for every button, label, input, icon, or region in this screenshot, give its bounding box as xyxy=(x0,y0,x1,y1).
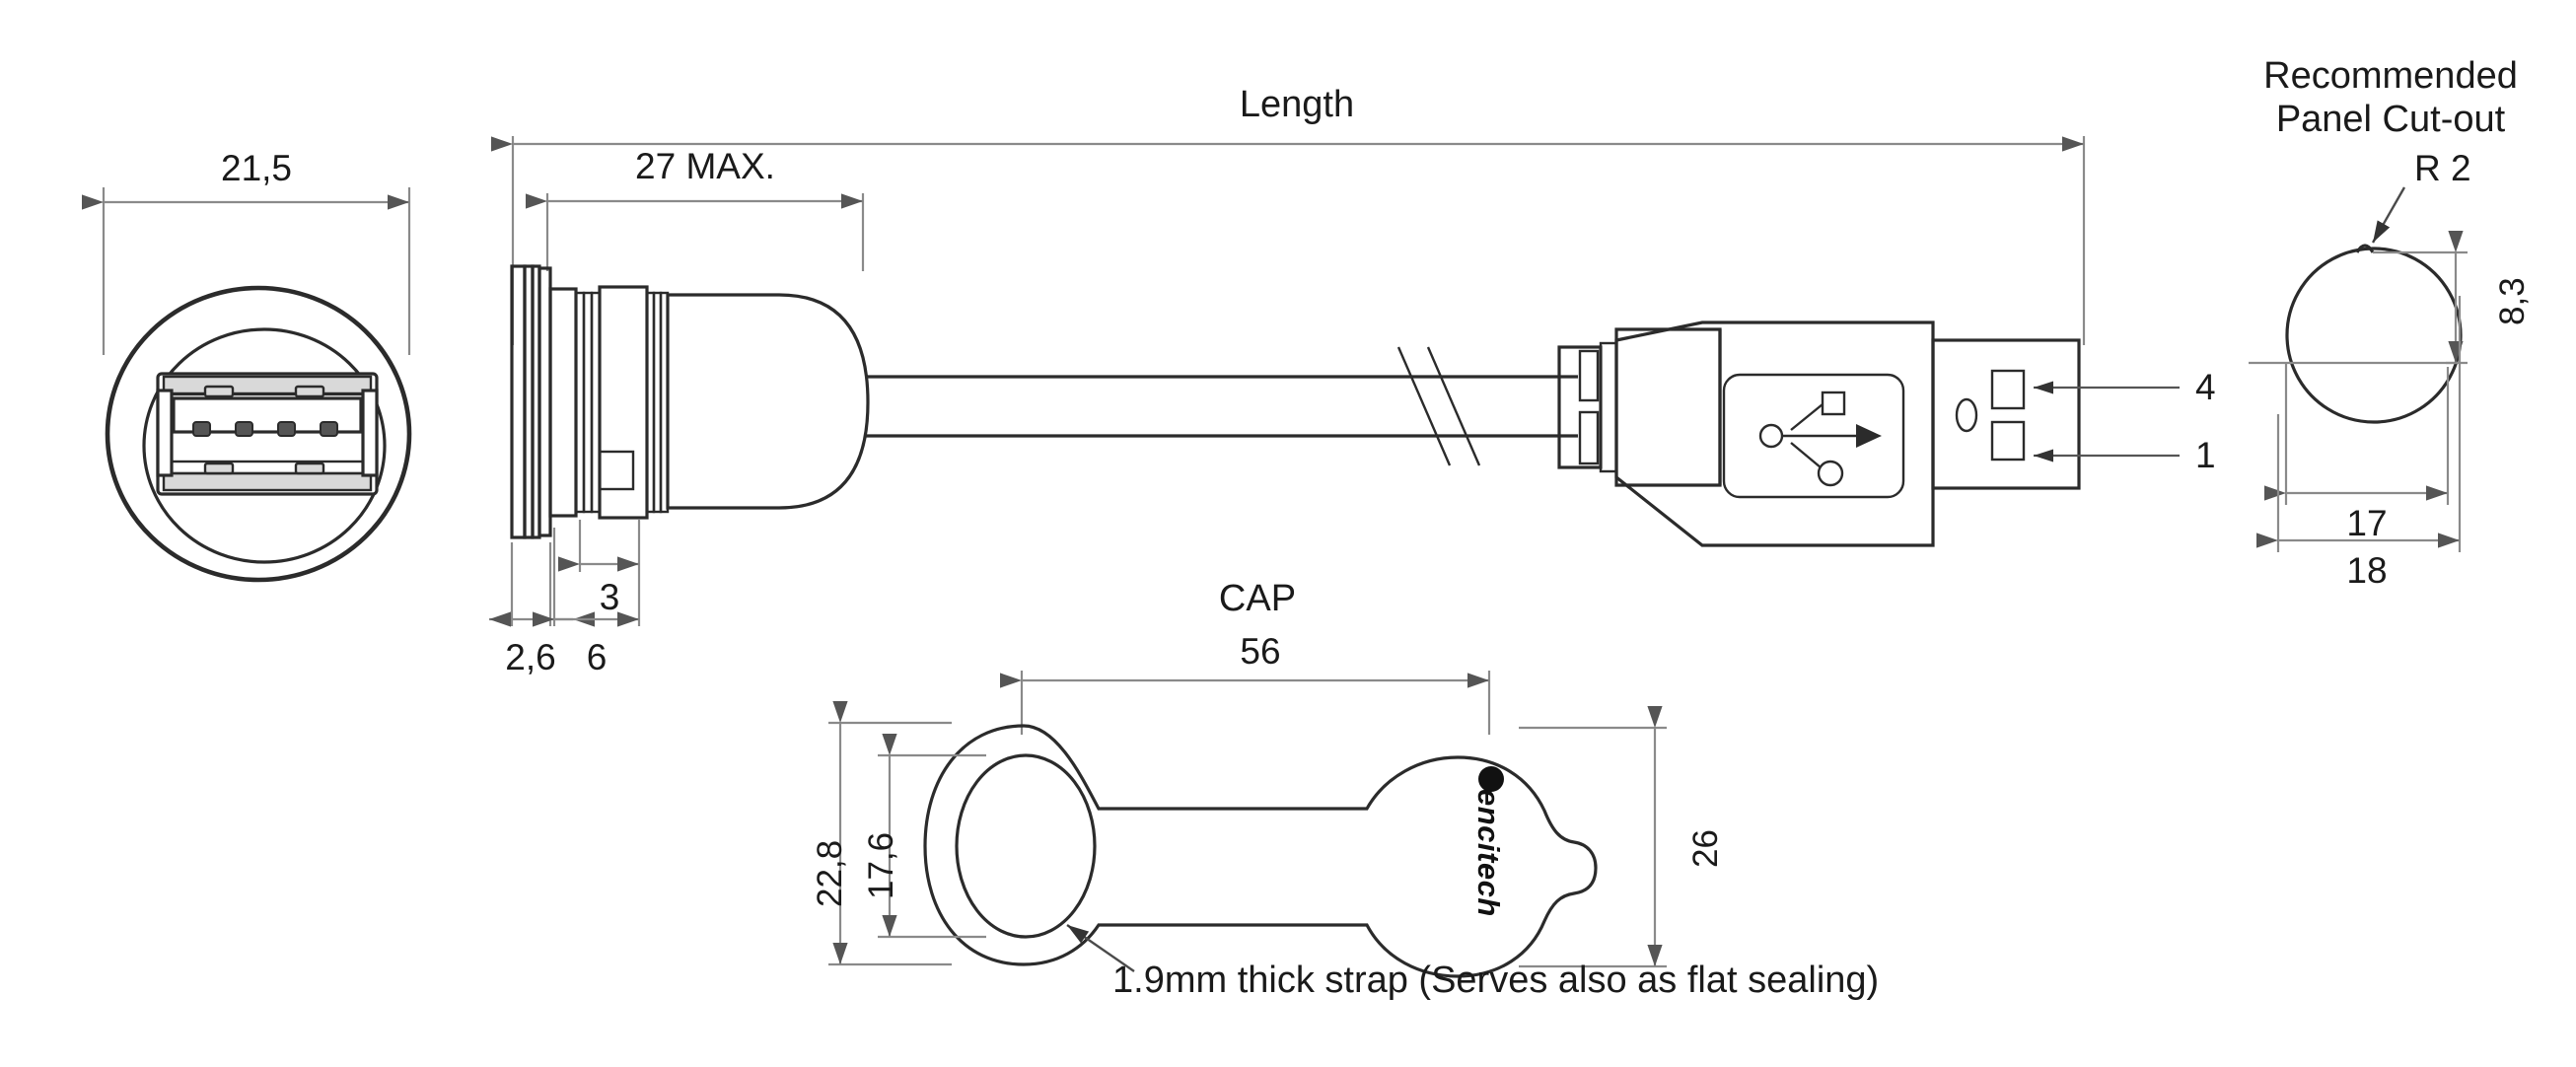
pin-callout-label-1: 1 xyxy=(2195,435,2216,475)
usb-a-socket-opening xyxy=(156,372,379,496)
usb-trident-icon xyxy=(1758,391,1882,487)
dimension-label-18: 18 xyxy=(2346,550,2388,591)
threaded-barrel xyxy=(548,285,670,520)
pin-callout-label-4: 4 xyxy=(2195,367,2216,407)
dimension-label-17: 17 xyxy=(2346,503,2388,543)
dimension-label-2-6: 2,6 xyxy=(505,637,556,677)
radius-label-r2: R 2 xyxy=(2414,148,2471,188)
cap-group xyxy=(828,671,1667,978)
front-view-group xyxy=(81,187,412,583)
dimension-label-17-6: 17,6 xyxy=(862,831,900,899)
dimension-8-3 xyxy=(2373,230,2468,365)
dimension-56 xyxy=(999,671,1491,735)
usb-a-plug xyxy=(1616,320,2081,547)
dimension-6 xyxy=(532,528,641,627)
cap-heading: CAP xyxy=(1218,578,1297,619)
dimension-label-3: 3 xyxy=(599,577,620,617)
strap-note-label: 1.9mm thick strap (Serves also as flat s… xyxy=(1112,960,1880,1001)
panel-cutout-heading-line1: Recommended xyxy=(2263,55,2518,97)
dimension-label-56: 56 xyxy=(1240,631,1281,672)
cable xyxy=(866,346,1578,466)
dimension-label-22-8: 22,8 xyxy=(811,839,849,907)
dimension-17 xyxy=(2263,363,2450,505)
dimension-22-8 xyxy=(828,700,952,966)
dimension-27-max xyxy=(525,193,865,271)
dimension-label-8-3: 8,3 xyxy=(2493,277,2532,325)
encitech-logo-text: encitech xyxy=(1471,789,1506,917)
length-label: Length xyxy=(1239,84,1355,125)
dimension-label-6: 6 xyxy=(586,637,608,677)
side-view-group xyxy=(488,136,2180,627)
pin-callouts xyxy=(2034,381,2180,462)
dimension-label-21-5: 21,5 xyxy=(220,148,293,188)
dimension-2-6 xyxy=(488,542,596,627)
dimension-3 xyxy=(557,520,641,572)
dimension-18 xyxy=(2255,296,2462,552)
dimension-label-26: 26 xyxy=(1686,829,1725,868)
dimension-21-5 xyxy=(81,187,411,355)
panel-flange xyxy=(510,264,552,539)
dimension-17-6 xyxy=(878,733,986,939)
panel-cutout-group xyxy=(2249,186,2468,552)
dimension-26 xyxy=(1519,705,1667,968)
strain-relief xyxy=(1557,341,1618,473)
dimension-label-27-max: 27 MAX. xyxy=(635,146,775,186)
panel-cutout-heading-line2: Panel Cut-out xyxy=(2275,99,2506,140)
